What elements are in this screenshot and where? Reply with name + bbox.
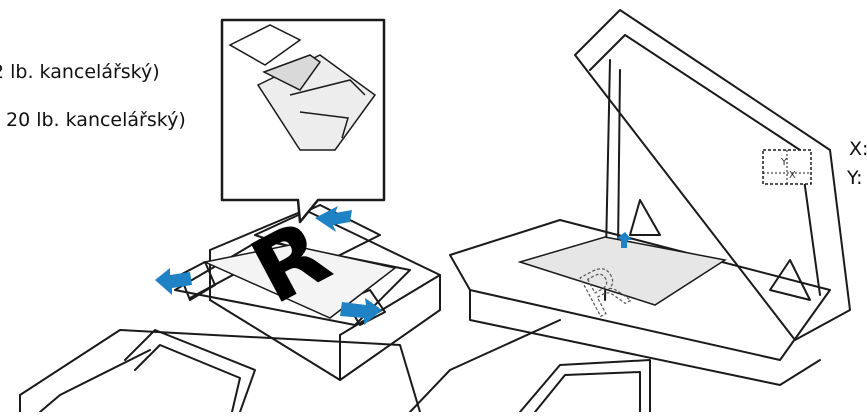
feeder-arrows: [155, 206, 382, 325]
paper-guide-left: [179, 261, 216, 301]
feeder-weight-label-2: 20 lb. kancelářský): [6, 109, 186, 131]
size-x-label: X:: [849, 138, 867, 160]
feeder-weight-label-1: 2 lb. kancelářský): [0, 61, 160, 83]
paper-document: [202, 244, 397, 319]
printer-body-right: [409, 319, 561, 413]
control-panel-right: [519, 359, 651, 413]
glass-y-marker: Y: [781, 157, 788, 168]
glass-corner-arrow-icon: [617, 232, 632, 248]
feeder-guide-callout: [220, 18, 386, 224]
size-y-label: Y:: [847, 167, 863, 189]
glass-printer: [409, 9, 851, 413]
arrow-top-icon: [315, 206, 352, 232]
arrow-left-icon: [155, 268, 192, 295]
control-panel-left: [124, 329, 256, 413]
scanner-lid-open: [574, 9, 851, 341]
glass-x-marker: X: [789, 170, 796, 181]
scanner-base-right: [449, 219, 831, 361]
platen-glass: [517, 236, 727, 306]
size-marker-box: [762, 149, 812, 185]
printer-body-left: [19, 329, 421, 413]
arrow-right-icon: [340, 298, 382, 325]
